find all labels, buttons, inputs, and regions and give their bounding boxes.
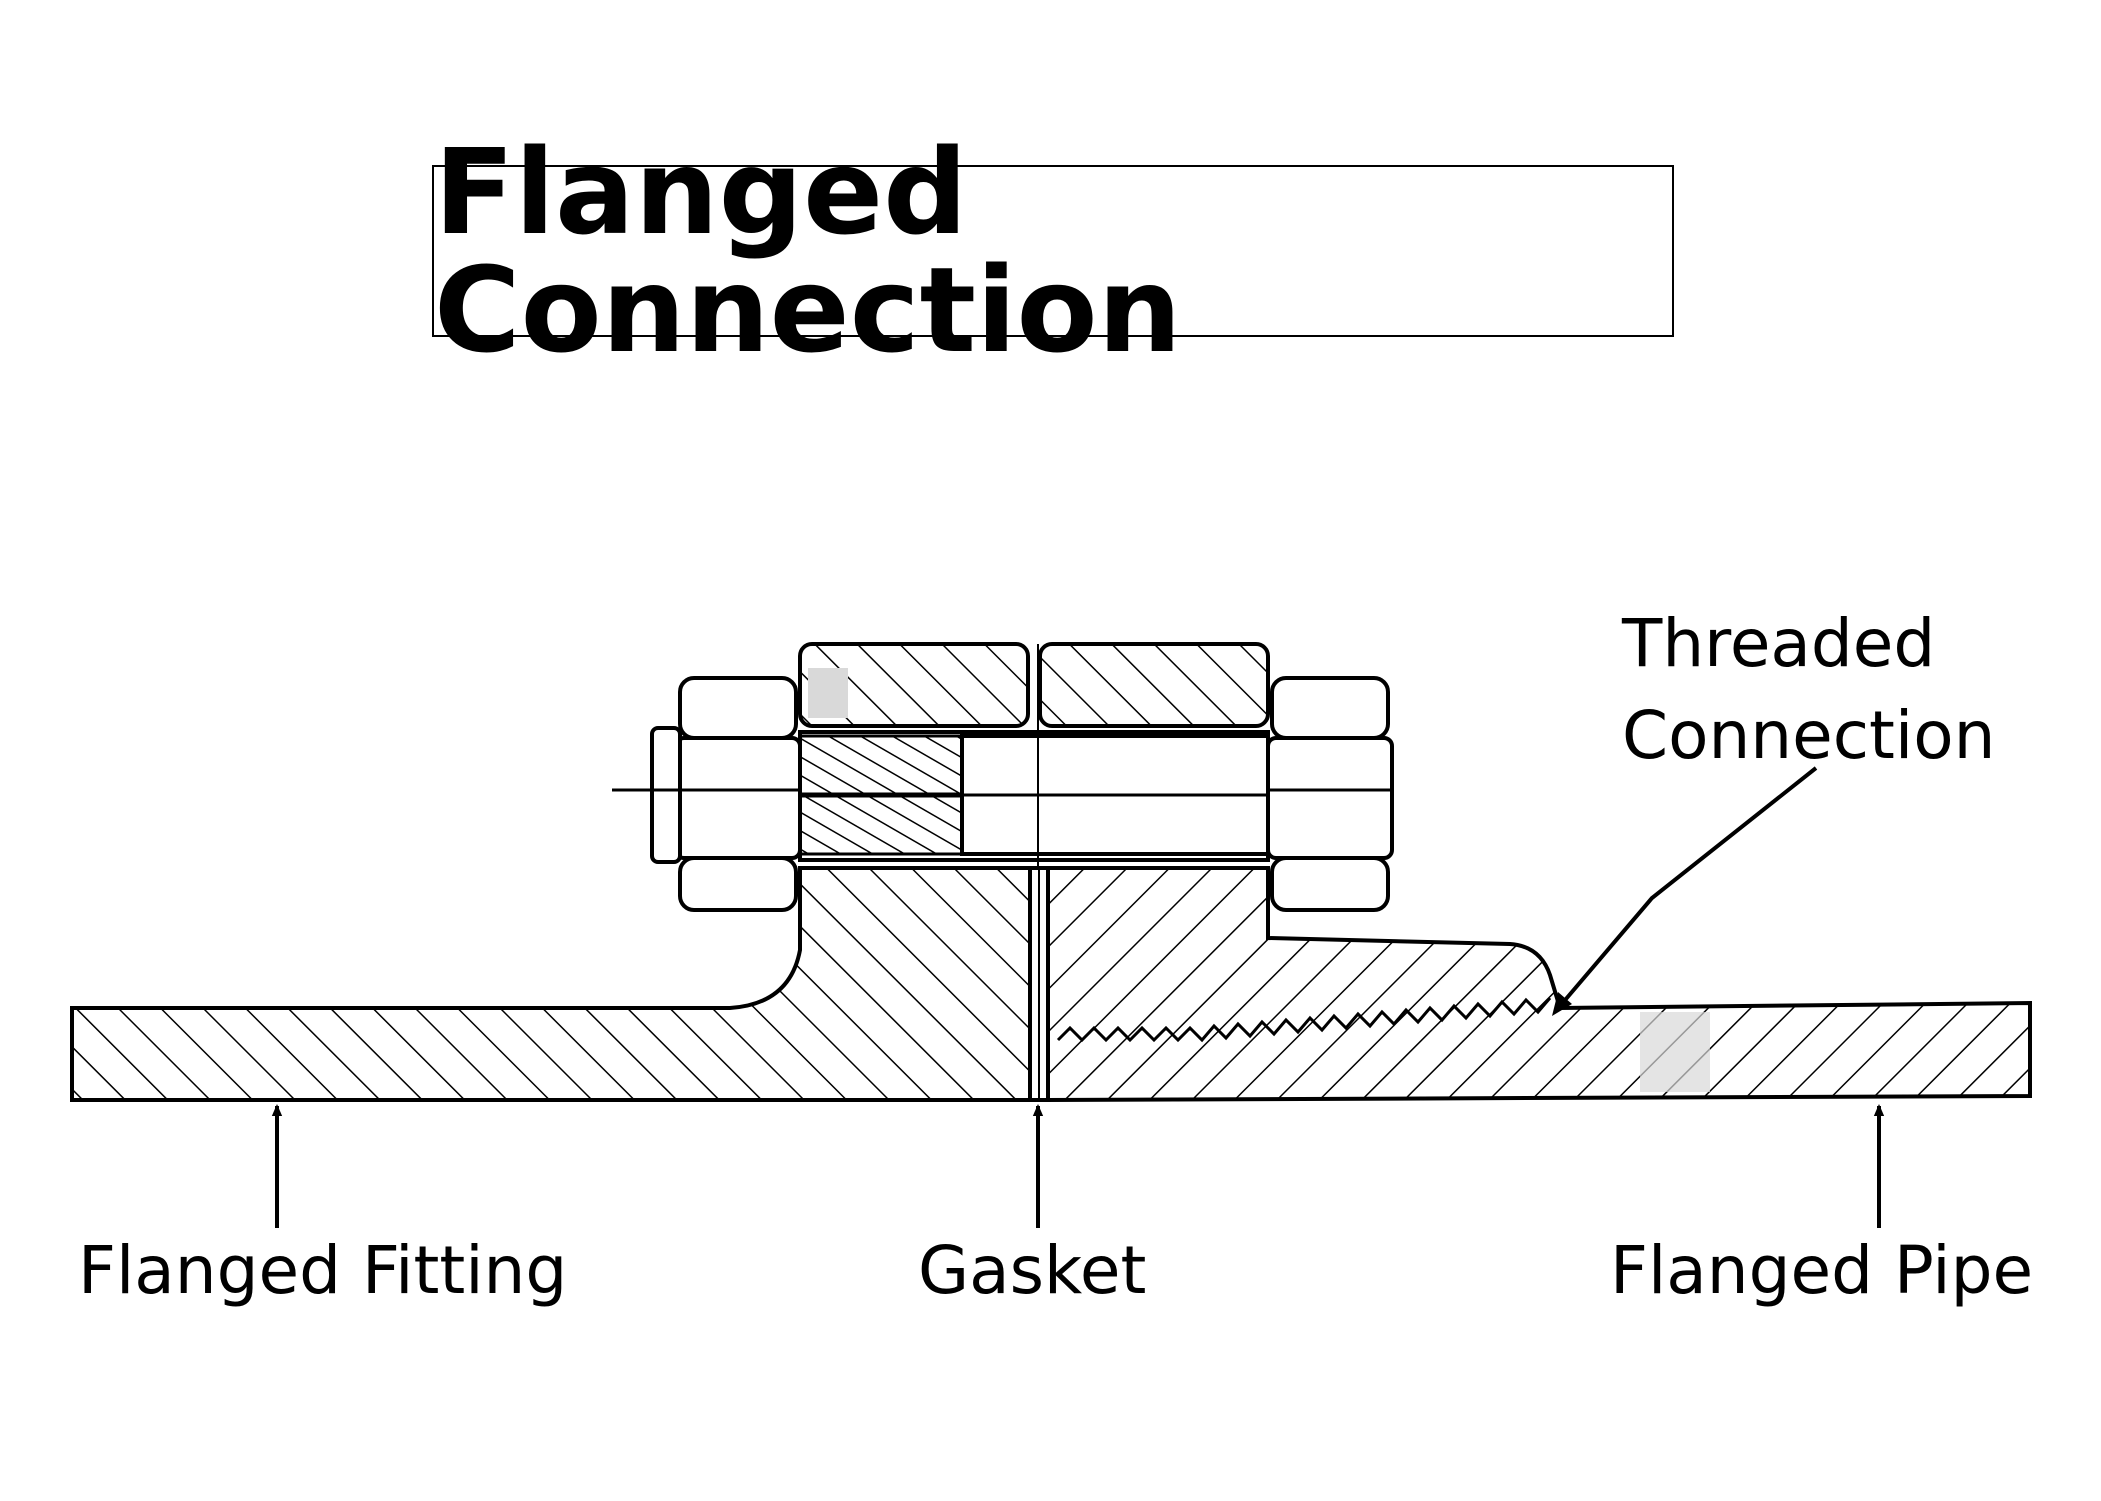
base-plate-left-fitting [70,866,1032,1102]
left-nut-top [678,676,798,740]
base-plate [70,866,2032,1103]
label-threaded-connection-line1: Threaded [1622,605,1936,682]
bolt-assembly [612,644,1394,912]
right-nut-middle [1266,736,1394,860]
label-gasket: Gasket [918,1232,1147,1309]
right-nut-bottom [1270,856,1390,912]
label-flanged-fitting: Flanged Fitting [78,1232,568,1309]
bolt-end [650,726,682,864]
label-flanged-pipe: Flanged Pipe [1610,1232,2034,1309]
right-nut-top [1270,676,1390,740]
leader-arrows [277,766,1879,1228]
label-threaded-connection: Threaded Connection [1622,598,1995,782]
label-threaded-connection-line2: Connection [1622,697,1996,774]
page-title: Flanged Connection [434,123,1182,379]
base-plate-right-pipe [1046,866,2032,1103]
title-box: Flanged Connection [432,133,1674,369]
flange-upper-left [798,642,1030,728]
left-nut-bottom [678,856,798,912]
arrow-threaded-connection [1558,766,1818,1008]
flange-upper [798,642,1270,728]
arrow-threaded-connection-head [1552,992,1572,1016]
bolt-threads-upper [798,734,964,796]
light-highlight-strip [1640,1012,1710,1092]
flange-upper-right [1038,642,1270,728]
flange-upper-highlight [808,668,848,718]
gasket [1028,866,1050,1102]
threaded-connection-teeth [1056,997,1552,1043]
left-nut-middle [674,736,802,860]
bolt-threads-lower [798,794,964,856]
